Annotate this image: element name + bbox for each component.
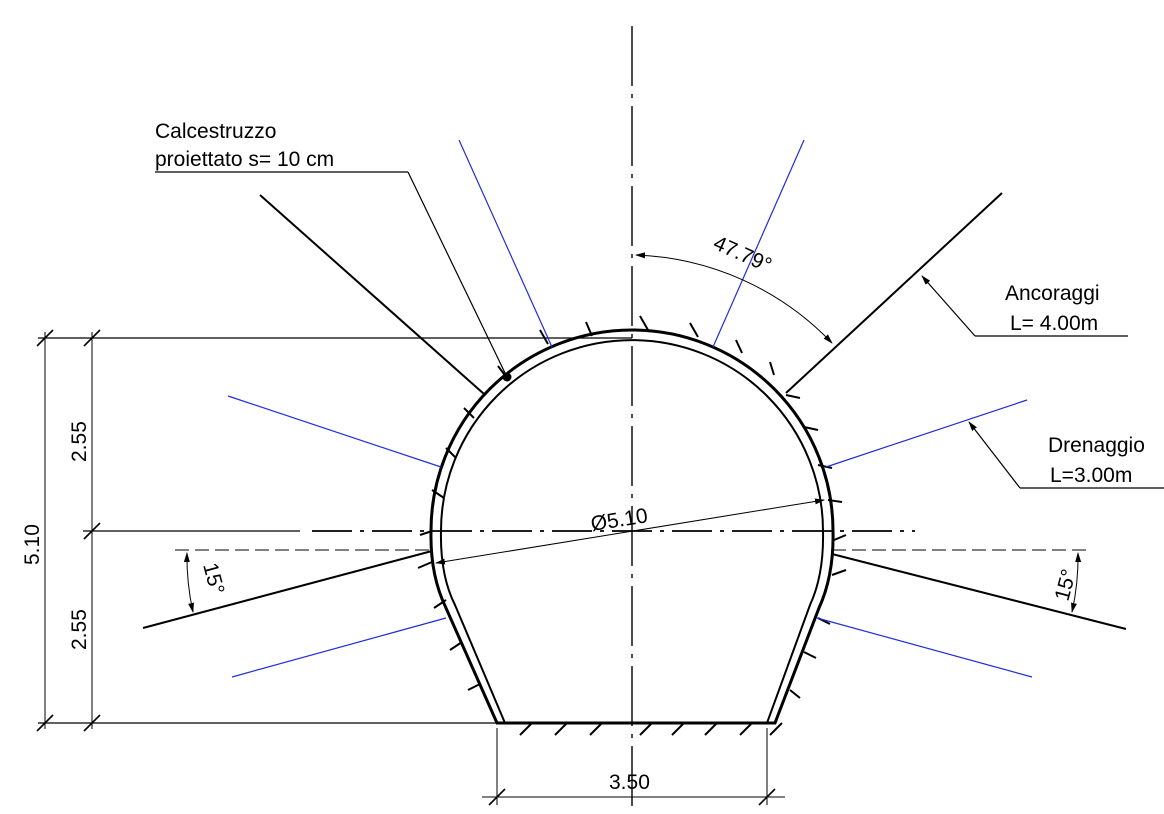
drain-lower-left [231,617,447,678]
angle-arc [635,252,833,344]
right-angle-arc [1071,552,1082,613]
total-height-label: 5.10 [21,524,44,565]
dimension-ticks [36,329,776,806]
shotcrete-label-line2: proiettato s= 10 cm [155,148,334,171]
drains-label-title: Drenaggio [1048,434,1145,457]
drain-mid-left [227,395,442,468]
anchors-leader [921,275,976,337]
drains-leader [968,421,1021,489]
drain-upper-left [458,139,553,348]
anchor-upper-left [259,194,485,395]
drains-label-length: L=3.00m [1050,464,1132,487]
drain-lower-right [816,617,1033,678]
shotcrete-leader-dot [502,372,512,382]
shotcrete-leader [407,171,507,376]
lower-height-label: 2.55 [68,609,91,650]
anchor-lower-right [831,553,1127,630]
excavation-hatch [417,315,847,736]
left-angle-arc [183,552,194,613]
upper-height-label: 2.55 [68,421,91,462]
drain-mid-right [825,399,1028,468]
anchors [142,192,1127,630]
anchors-label-title: Ancoraggi [1005,282,1100,305]
anchor-lower-left [142,550,433,629]
anchors-label-length: L= 4.00m [1010,312,1098,335]
left-angle-label: 15° [198,560,228,597]
anchor-upper-right [785,192,1003,394]
right-angle-label: 15° [1051,567,1081,604]
diameter-dimension-line [435,498,825,565]
shotcrete-label-line1: Calcestruzzo [155,120,276,143]
drains [227,139,1033,678]
base-width-label: 3.50 [609,771,650,794]
